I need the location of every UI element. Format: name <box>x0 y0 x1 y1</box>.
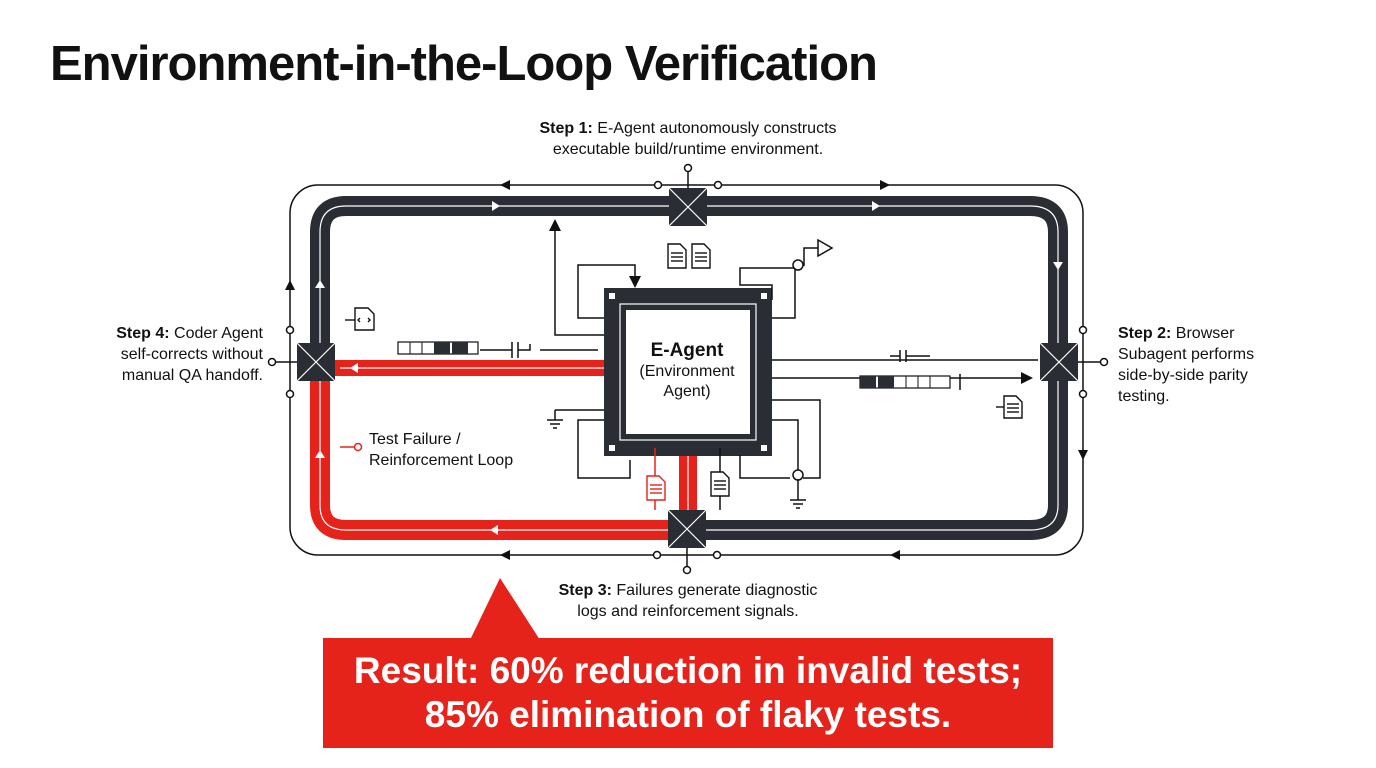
result-banner: Result: 60% reduction in invalid tests; … <box>323 638 1053 748</box>
e-agent-core <box>604 288 772 456</box>
step-3-line1: Failures generate diagnostic <box>616 582 818 599</box>
reinforcement-loop-label: Test Failure / Reinforcement Loop <box>369 429 513 471</box>
log-document-icon <box>646 475 666 501</box>
e-agent-label: E-Agent (Environment Agent) <box>622 340 752 402</box>
step-1-caption: Step 1: E-Agent autonomously constructs … <box>498 118 878 160</box>
step-2-label: Step 2: <box>1118 325 1172 342</box>
step-1-line2: executable build/runtime environment. <box>552 141 824 158</box>
step-4-label: Step 4: <box>116 325 170 342</box>
document-icon <box>667 243 1023 497</box>
node-left-junction <box>267 325 336 399</box>
step-2-line1: Browser <box>1175 325 1235 342</box>
result-callout-pointer <box>470 578 540 640</box>
result-line1: Result: 60% reduction in invalid tests; <box>353 650 1023 691</box>
signal-strip-right <box>859 374 961 390</box>
step-2-caption: Step 2: Browser Subagent performs side-b… <box>1118 323 1254 407</box>
result-line2: 85% elimination of flaky tests. <box>424 694 952 735</box>
step-3-label: Step 3: <box>558 582 612 599</box>
step-4-line2: self-corrects without <box>120 346 263 363</box>
step-1-line1: E-Agent autonomously constructs <box>597 120 837 137</box>
node-top-junction <box>653 163 723 227</box>
step-2-line4: testing. <box>1118 388 1170 405</box>
code-document-icon <box>345 307 375 331</box>
step-1-label: Step 1: <box>539 120 593 137</box>
step-4-line3: manual QA handoff. <box>121 367 263 384</box>
step-2-line3: side-by-side parity <box>1118 367 1248 384</box>
signal-strip-left <box>397 341 479 355</box>
step-3-line2: logs and reinforcement signals. <box>577 603 799 620</box>
e-agent-subtitle-2: Agent) <box>663 383 711 400</box>
loop-label-line1: Test Failure / <box>369 431 461 448</box>
step-3-caption: Step 3: Failures generate diagnostic log… <box>538 580 838 622</box>
node-right-junction <box>1039 325 1109 399</box>
e-agent-subtitle-1: (Environment <box>639 363 735 380</box>
step-2-line2: Subagent performs <box>1118 346 1255 363</box>
circuit-traces <box>340 219 1038 510</box>
node-bottom-junction <box>652 509 722 575</box>
page-title: Environment-in-the-Loop Verification <box>50 37 878 91</box>
step-4-caption: Step 4: Coder Agent self-corrects withou… <box>93 323 263 386</box>
step-4-line1: Coder Agent <box>174 325 263 342</box>
loop-label-line2: Reinforcement Loop <box>369 452 514 469</box>
e-agent-name: E-Agent <box>650 340 724 361</box>
